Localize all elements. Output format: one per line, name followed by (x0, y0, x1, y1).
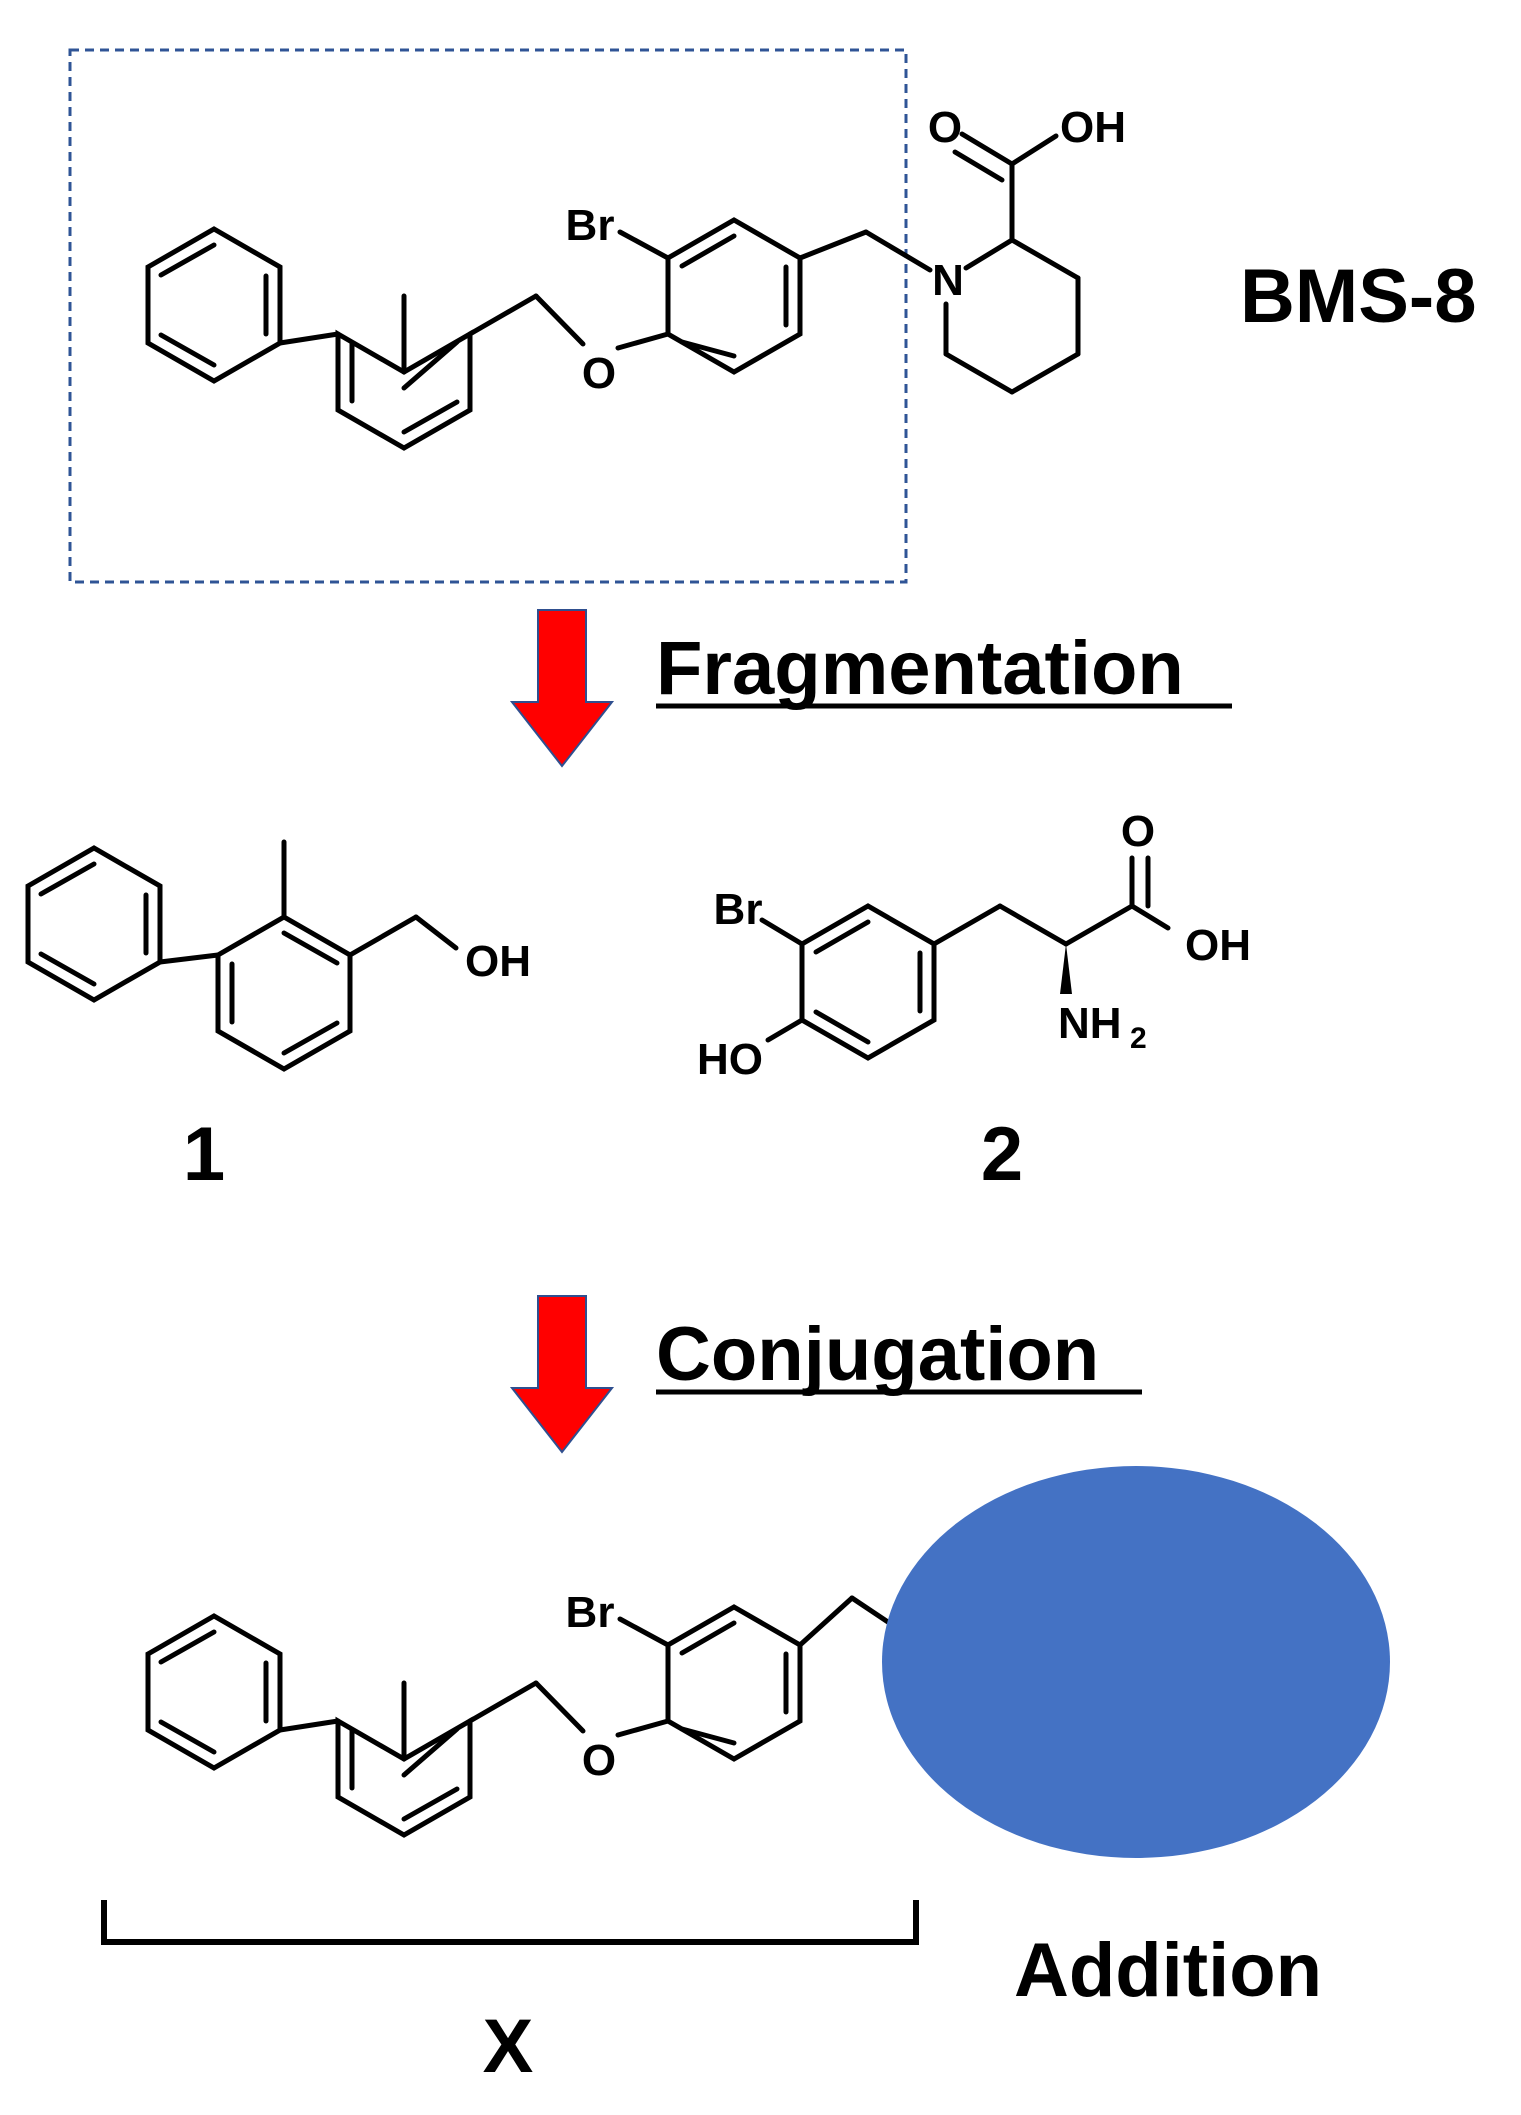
bms8-structure: O Br N O OH (68, 48, 1126, 584)
fragment-label-2: 2 (981, 1112, 1023, 1197)
fragment-2-phenol-hydroxyl: HO (697, 1035, 763, 1084)
fragment-1-structure: OH (25, 839, 531, 1072)
bms8-bromophenyl-ring (665, 217, 803, 375)
fragment-2-stereo-wedge (1060, 944, 1072, 994)
conjugate-oxygen-atom: O (582, 1736, 616, 1785)
fragment-2-amine: NH (1058, 999, 1122, 1048)
fragmentation-arrow (509, 609, 615, 768)
compound-name-bms8: BMS-8 (1240, 254, 1476, 339)
fragment-2-bromine-atom: Br (714, 885, 763, 934)
pharmacophore-selection-box (68, 48, 908, 584)
pharmacophore-bracket (101, 1900, 919, 1945)
bms8-oxygen-atom: O (582, 349, 616, 398)
fragment-2-carboxyl-hydroxyl: OH (1185, 921, 1251, 970)
fragment-2-structure: Br HO O OH NH 2 (697, 807, 1251, 1084)
fragment-label-1: 1 (183, 1112, 225, 1197)
bms8-bromine-atom: Br (566, 201, 615, 250)
conjugation-arrow (509, 1295, 615, 1454)
conjugate-bromine-atom: Br (566, 1588, 615, 1637)
fragment-2-carbonyl-oxygen: O (1121, 807, 1155, 856)
bms8-piperidine-ring (943, 237, 1081, 395)
fragment-1-hydroxyl: OH (465, 937, 531, 986)
addition-label: Addition (1014, 1928, 1322, 2013)
bracket-label-x: X (483, 2004, 534, 2089)
step-label-fragmentation: Fragmentation (656, 626, 1184, 711)
bms8-hydroxyl: OH (1060, 103, 1126, 152)
step-label-conjugation: Conjugation (656, 1312, 1099, 1397)
conjugate-structure: O Br (145, 1588, 903, 1838)
bms8-phenyl-ring (145, 226, 283, 384)
bms8-carbonyl-oxygen: O (928, 103, 962, 152)
addition-blob (882, 1466, 1390, 1858)
bms8-nitrogen-atom: N (932, 256, 964, 305)
fragment-2-amine-subscript: 2 (1130, 1022, 1147, 1055)
